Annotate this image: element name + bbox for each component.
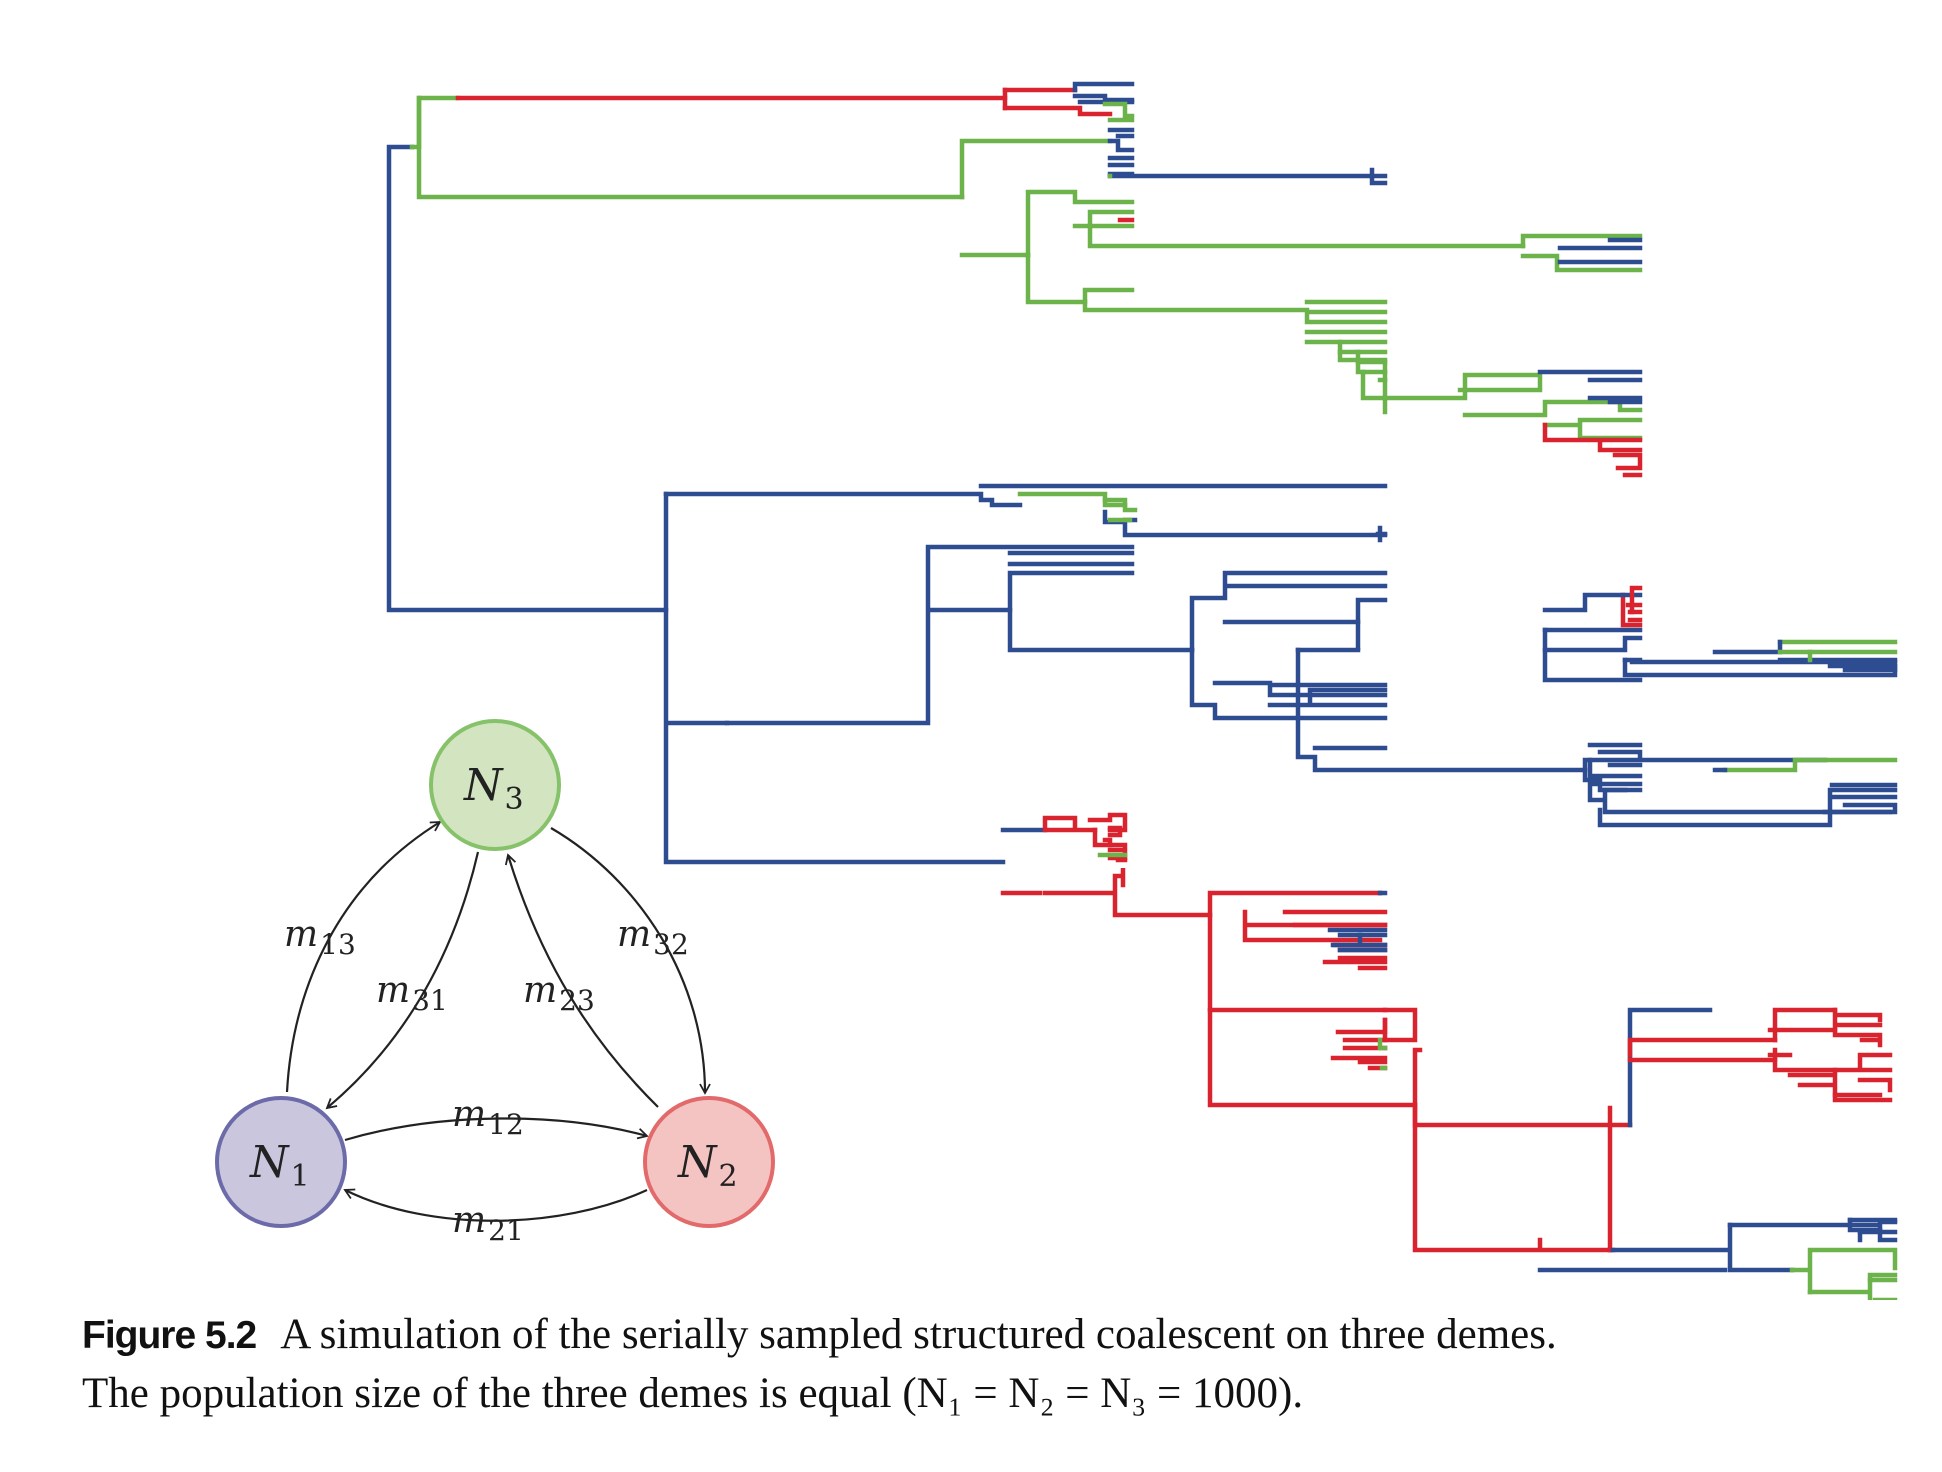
tree-branch-50 xyxy=(1777,657,1898,673)
tree-branch-77 xyxy=(1207,1007,1423,1108)
tree-branch-55 xyxy=(1722,757,1898,773)
tree-branch-9 xyxy=(1102,101,1135,123)
tree-branch-38 xyxy=(1189,570,1388,653)
tree-branch-47 xyxy=(1542,647,1643,683)
tree-branch-83 xyxy=(1767,1007,1838,1058)
label-m23: m23 xyxy=(523,970,595,1017)
tree-branch-20 xyxy=(1557,237,1643,265)
tree-branch-60 xyxy=(1000,815,1098,896)
tree-branch-49 xyxy=(1777,639,1898,655)
tree-branch-96 xyxy=(1857,1219,1898,1243)
tree-branch-84 xyxy=(1767,1027,1883,1098)
figure-label: Figure 5.2 xyxy=(82,1314,257,1357)
tree-branch-36 xyxy=(724,544,1135,726)
tree-branch-11 xyxy=(1107,127,1135,177)
svg-text:N2: N2 xyxy=(677,1137,738,1194)
tree-branch-19 xyxy=(1520,233,1643,273)
tree-branch-26 xyxy=(1537,369,1643,401)
label-m13: m13 xyxy=(284,914,356,961)
tree-branch-52 xyxy=(1777,649,1813,663)
tree-branch-7 xyxy=(1072,81,1135,103)
tree-branch-64 xyxy=(1107,847,1128,863)
arrow-m12 xyxy=(344,1117,649,1142)
arrow-m13 xyxy=(285,821,442,1093)
figure-canvas: m13 m31 m23 m32 m12 m21 N1 N2 N3 xyxy=(215,81,1898,1300)
label-m31: m31 xyxy=(376,970,448,1017)
tree-branch-87 xyxy=(1832,1092,1893,1103)
tree-branch-34 xyxy=(1375,525,1388,543)
tree-branch-75 xyxy=(1330,932,1388,953)
arrow-m32 xyxy=(550,827,711,1095)
tree-branch-63 xyxy=(1102,825,1123,848)
tree-branch-51 xyxy=(1712,639,1783,655)
tree-branch-79 xyxy=(1627,1007,1713,1128)
tree-branch-22 xyxy=(1337,339,1388,375)
tree-branch-73 xyxy=(1330,1017,1388,1071)
tree-branch-42 xyxy=(1582,757,1828,793)
tree-branch-33 xyxy=(1102,497,1138,523)
tree-branch-71 xyxy=(1327,927,1388,938)
tree-branch-80 xyxy=(1412,1102,1613,1253)
tree-branch-29 xyxy=(1542,422,1643,478)
tree-branch-6 xyxy=(1002,87,1113,117)
tree-branch-35 xyxy=(663,491,1006,865)
deme-node-n1: N1 xyxy=(215,1096,347,1228)
tree-branch-74 xyxy=(1377,1037,1388,1071)
label-m32: m32 xyxy=(617,914,689,961)
arrow-m23 xyxy=(504,853,659,1108)
phylogenetic-tree xyxy=(386,81,1898,1300)
tree-branch-17 xyxy=(1087,209,1526,249)
tree-branch-41 xyxy=(1295,647,1588,773)
tree-branch-65 xyxy=(1042,868,1213,918)
tree-branch-82 xyxy=(1627,1037,1778,1063)
tree-branch-95 xyxy=(1867,1272,1898,1300)
deme-migration-diagram: m13 m31 m23 m32 m12 m21 N1 N2 N3 xyxy=(215,719,775,1247)
tree-branch-76 xyxy=(1382,1007,1418,1043)
tree-branch-90 xyxy=(1610,1222,1795,1273)
tree-branch-44 xyxy=(1542,592,1643,633)
tree-branch-3 xyxy=(416,95,965,200)
tree-branch-70 xyxy=(1282,909,1388,928)
caption-text-1: A simulation of the serially sampled str… xyxy=(280,1311,1557,1358)
tree-branch-53 xyxy=(1587,742,1643,762)
tree-branch-85 xyxy=(1832,1007,1883,1048)
svg-text:N1: N1 xyxy=(249,1137,310,1194)
tree-branch-94 xyxy=(1807,1277,1898,1300)
tree-branch-57 xyxy=(1597,787,1898,828)
figure-caption: Figure 5.2 A simulation of the serially s… xyxy=(82,1306,1902,1423)
tree-branch-40 xyxy=(1189,647,1388,721)
arrow-m21 xyxy=(343,1188,648,1222)
tree-branch-1 xyxy=(386,144,669,613)
tree-branch-25 xyxy=(1382,372,1643,418)
tree-branch-48 xyxy=(1629,585,1643,615)
svg-text:N3: N3 xyxy=(463,760,524,817)
tree-branch-27 xyxy=(1542,417,1643,441)
tree-branch-13 xyxy=(1107,167,1388,186)
tree-branch-92 xyxy=(1847,1217,1883,1233)
tree-branch-37 xyxy=(1007,607,1195,653)
tree-branch-86 xyxy=(1832,1052,1893,1093)
tree-branch-78 xyxy=(1412,1102,1633,1128)
tree-branch-39 xyxy=(1355,597,1388,650)
tree-branch-23 xyxy=(1360,369,1388,415)
tree-branch-15 xyxy=(1025,189,1135,258)
label-m12: m12 xyxy=(452,1094,524,1141)
deme-node-n2: N2 xyxy=(643,1096,775,1228)
label-m21: m21 xyxy=(452,1200,524,1247)
caption-line-2: The population size of the three demes i… xyxy=(82,1370,1304,1417)
tree-branch-45 xyxy=(1542,627,1643,663)
caption-line-1: Figure 5.2 A simulation of the serially s… xyxy=(82,1306,1902,1365)
deme-node-n3: N3 xyxy=(429,719,561,851)
tree-branch-93 xyxy=(1789,1247,1898,1295)
tree-branch-32 xyxy=(1102,509,1388,538)
tree-branch-30 xyxy=(663,483,1388,508)
arrow-m31 xyxy=(325,851,480,1110)
tree-branch-16 xyxy=(1025,252,1135,305)
tree-branch-10 xyxy=(959,138,1113,258)
